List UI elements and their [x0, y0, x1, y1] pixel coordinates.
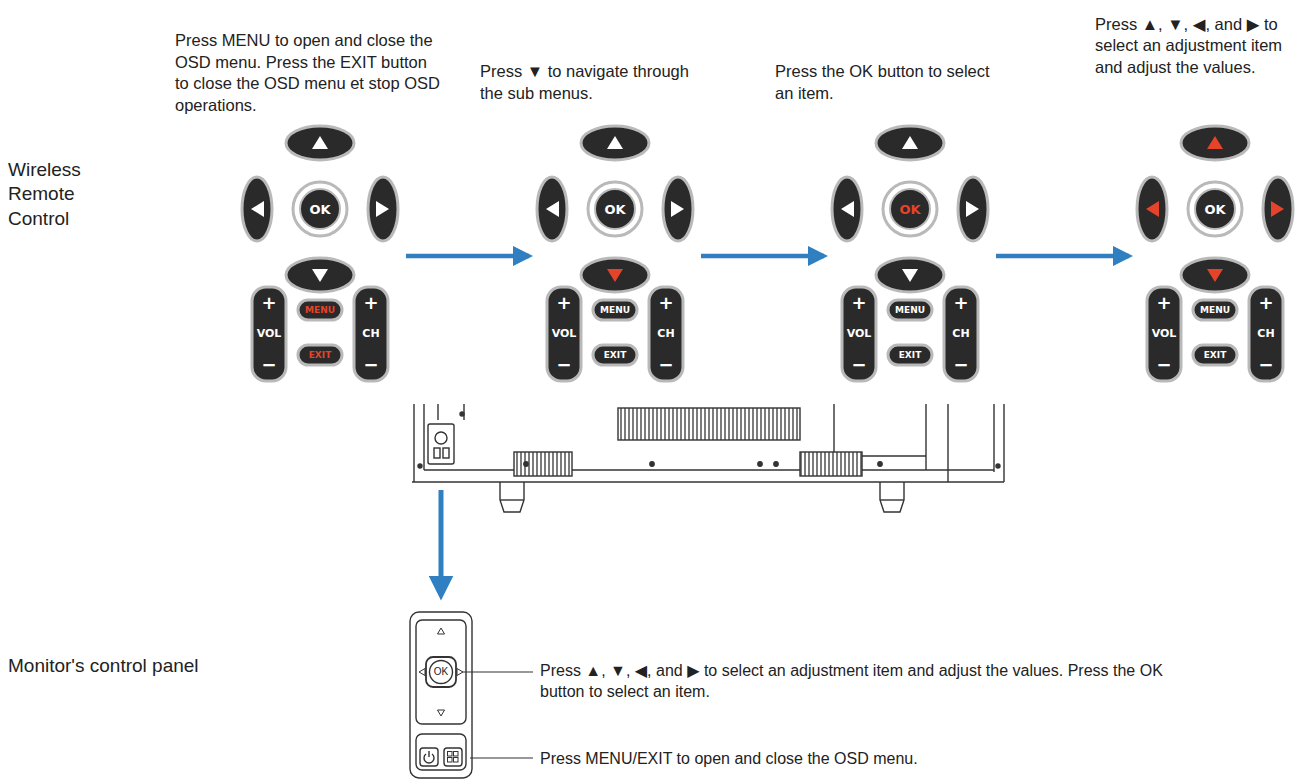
arrow-symbol	[671, 201, 684, 217]
rocker-sign: −	[851, 356, 866, 374]
rocker-sign: +	[556, 294, 571, 312]
button-label: OK	[604, 203, 625, 216]
section-label: Wireless Remote Control	[8, 158, 138, 231]
button-label: OK	[1204, 203, 1225, 216]
flow-arrow	[406, 254, 529, 259]
rocker-sign: +	[953, 294, 968, 312]
flow-arrow	[701, 254, 824, 259]
arrow-symbol	[966, 201, 979, 217]
arrow-symbol	[1207, 136, 1223, 149]
rocker-sign: −	[1258, 356, 1273, 374]
rocker-label: CH	[1257, 328, 1274, 339]
remote-control: Press MENU to open and close the OSD men…	[240, 123, 400, 385]
remote-control	[832, 126, 988, 381]
rocker-sign: −	[658, 356, 673, 374]
button-label: EXIT	[604, 351, 627, 360]
control-panel	[410, 612, 472, 778]
rocker-label: VOL	[257, 328, 282, 339]
button-label: OK	[309, 203, 330, 216]
control-panel: OK	[408, 610, 474, 780]
rocker-label: CH	[952, 328, 969, 339]
remote-drawing	[240, 123, 400, 385]
rocker-label: VOL	[847, 328, 872, 339]
step-caption: Press ▼ to navigate through the sub menu…	[480, 61, 710, 105]
remote-control	[242, 126, 398, 381]
rocker-sign: −	[363, 356, 378, 374]
rocker-sign: +	[1258, 294, 1273, 312]
step-caption: Press ▲, ▼, ◀, and ▶ to select an adjust…	[1095, 14, 1307, 79]
rocker-sign: +	[658, 294, 673, 312]
arrow-symbol	[607, 136, 623, 149]
arrow-symbol	[1271, 201, 1284, 217]
remote-drawing	[830, 123, 990, 385]
rocker-sign: −	[1156, 356, 1171, 374]
rocker-label: CH	[657, 328, 674, 339]
arrow-symbol	[1207, 269, 1223, 282]
arrow-symbol	[312, 136, 328, 149]
step-caption: Press MENU to open and close the OSD men…	[175, 30, 445, 117]
button-label: EXIT	[1204, 351, 1227, 360]
remote-control: Press ▲, ▼, ◀, and ▶ to select an adjust…	[1135, 123, 1295, 385]
remote-control	[1137, 126, 1293, 381]
remote-drawing	[535, 123, 695, 385]
remote-control: Press ▼ to navigate through the sub menu…	[535, 123, 695, 385]
button-label: MENU	[1200, 306, 1230, 315]
rocker-label: VOL	[552, 328, 577, 339]
rocker-sign: +	[363, 294, 378, 312]
section-label: Monitor's control panel	[8, 654, 258, 678]
panel-drawing	[408, 610, 474, 780]
rocker-sign: −	[261, 356, 276, 374]
monitor-bottom	[412, 404, 1004, 512]
arrow-symbol	[1146, 201, 1159, 217]
callout-text: Press ▲, ▼, ◀, and ▶ to select an adjust…	[540, 661, 1180, 703]
remote-control: Press the OK button to select an item.OK…	[830, 123, 990, 385]
arrow-symbol	[376, 201, 389, 217]
arrow-symbol	[841, 201, 854, 217]
button-label: EXIT	[309, 351, 332, 360]
button-label: MENU	[305, 306, 335, 315]
button-label: MENU	[600, 306, 630, 315]
step-caption: Press the OK button to select an item.	[775, 61, 1005, 105]
button-label: OK	[434, 667, 448, 677]
rocker-label: CH	[362, 328, 379, 339]
button-label: EXIT	[899, 351, 922, 360]
button-label: MENU	[895, 306, 925, 315]
flow-arrow	[996, 254, 1129, 259]
rocker-sign: +	[851, 294, 866, 312]
remote-drawing	[1135, 123, 1295, 385]
callout-text: Press MENU/EXIT to open and close the OS…	[540, 749, 1180, 770]
rocker-sign: −	[556, 356, 571, 374]
arrow-symbol	[902, 269, 918, 282]
arrow-symbol	[546, 201, 559, 217]
arrow-symbol	[902, 136, 918, 149]
rocker-sign: −	[953, 356, 968, 374]
arrow-symbol	[251, 201, 264, 217]
rocker-label: VOL	[1152, 328, 1177, 339]
button-label: OK	[899, 203, 920, 216]
arrow-symbol	[312, 269, 328, 282]
rocker-sign: +	[1156, 294, 1171, 312]
remote-control	[537, 126, 693, 381]
pointer-arrow	[439, 490, 444, 588]
rocker-sign: +	[261, 294, 276, 312]
arrow-symbol	[607, 269, 623, 282]
